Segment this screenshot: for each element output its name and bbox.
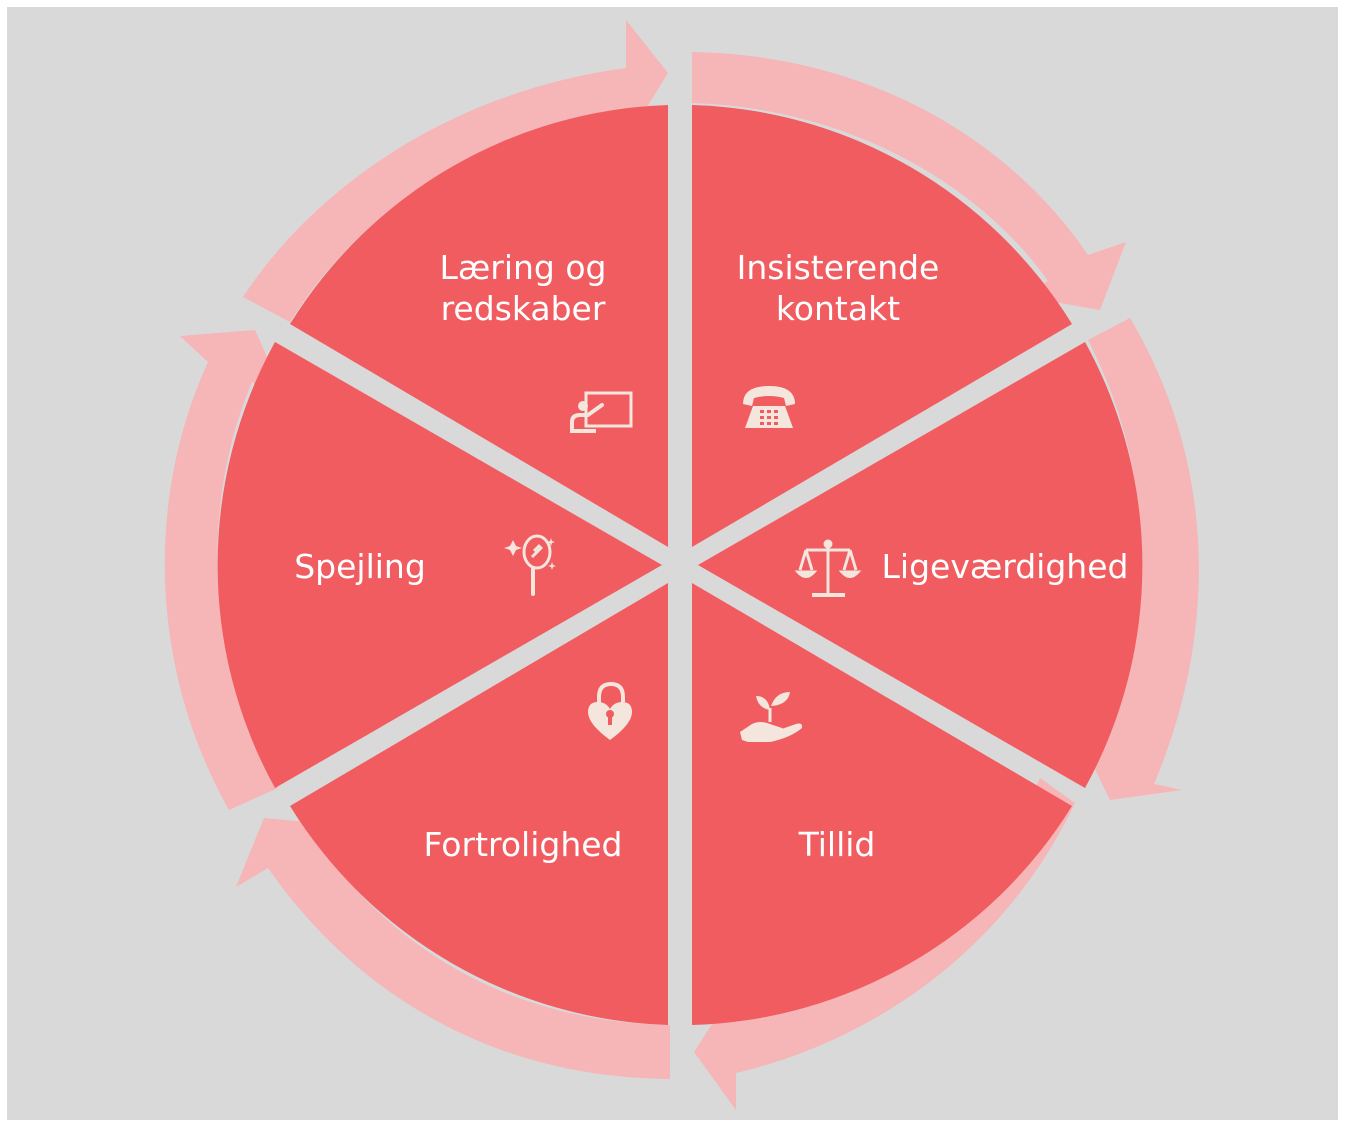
cycle-arrow-top-left (243, 20, 668, 322)
cycle-arrow-right (1075, 318, 1199, 800)
hand-mirror-icon (504, 534, 556, 596)
label-fortrolighed: Fortrolighed (424, 825, 623, 864)
segment-labels: Læring og redskaber Insisterende kontakt… (294, 248, 1128, 864)
label-insisterende-line2: kontakt (776, 289, 900, 328)
hand-plant-icon (740, 692, 803, 742)
cycle-arrow-bottom-left (236, 818, 670, 1079)
segment-laering-og-redskaber (290, 105, 668, 547)
segment-spejling (217, 342, 663, 788)
label-spejling: Spejling (294, 547, 426, 586)
cycle-arrows (164, 20, 1199, 1110)
label-tillid: Tillid (798, 825, 876, 864)
presentation-board-icon (570, 391, 633, 433)
cycle-arrow-bottom-right (694, 778, 1075, 1110)
cycle-arrow-left (164, 330, 287, 810)
segment-fortrolighed (290, 583, 668, 1025)
label-laering-line1: Læring og (439, 248, 606, 287)
label-laering-line2: redskaber (441, 289, 606, 328)
balance-scale-icon (794, 539, 862, 597)
pie-segments (217, 105, 1143, 1025)
heart-padlock-icon (588, 681, 632, 740)
segment-insisterende-kontakt (692, 105, 1072, 547)
label-insisterende-line1: Insisterende (737, 248, 940, 287)
cycle-arrow-top-right (692, 52, 1126, 310)
telephone-icon (743, 386, 795, 428)
segment-ligevaerdighed (698, 342, 1143, 788)
label-ligevaerdighed: Ligeværdighed (882, 547, 1129, 586)
